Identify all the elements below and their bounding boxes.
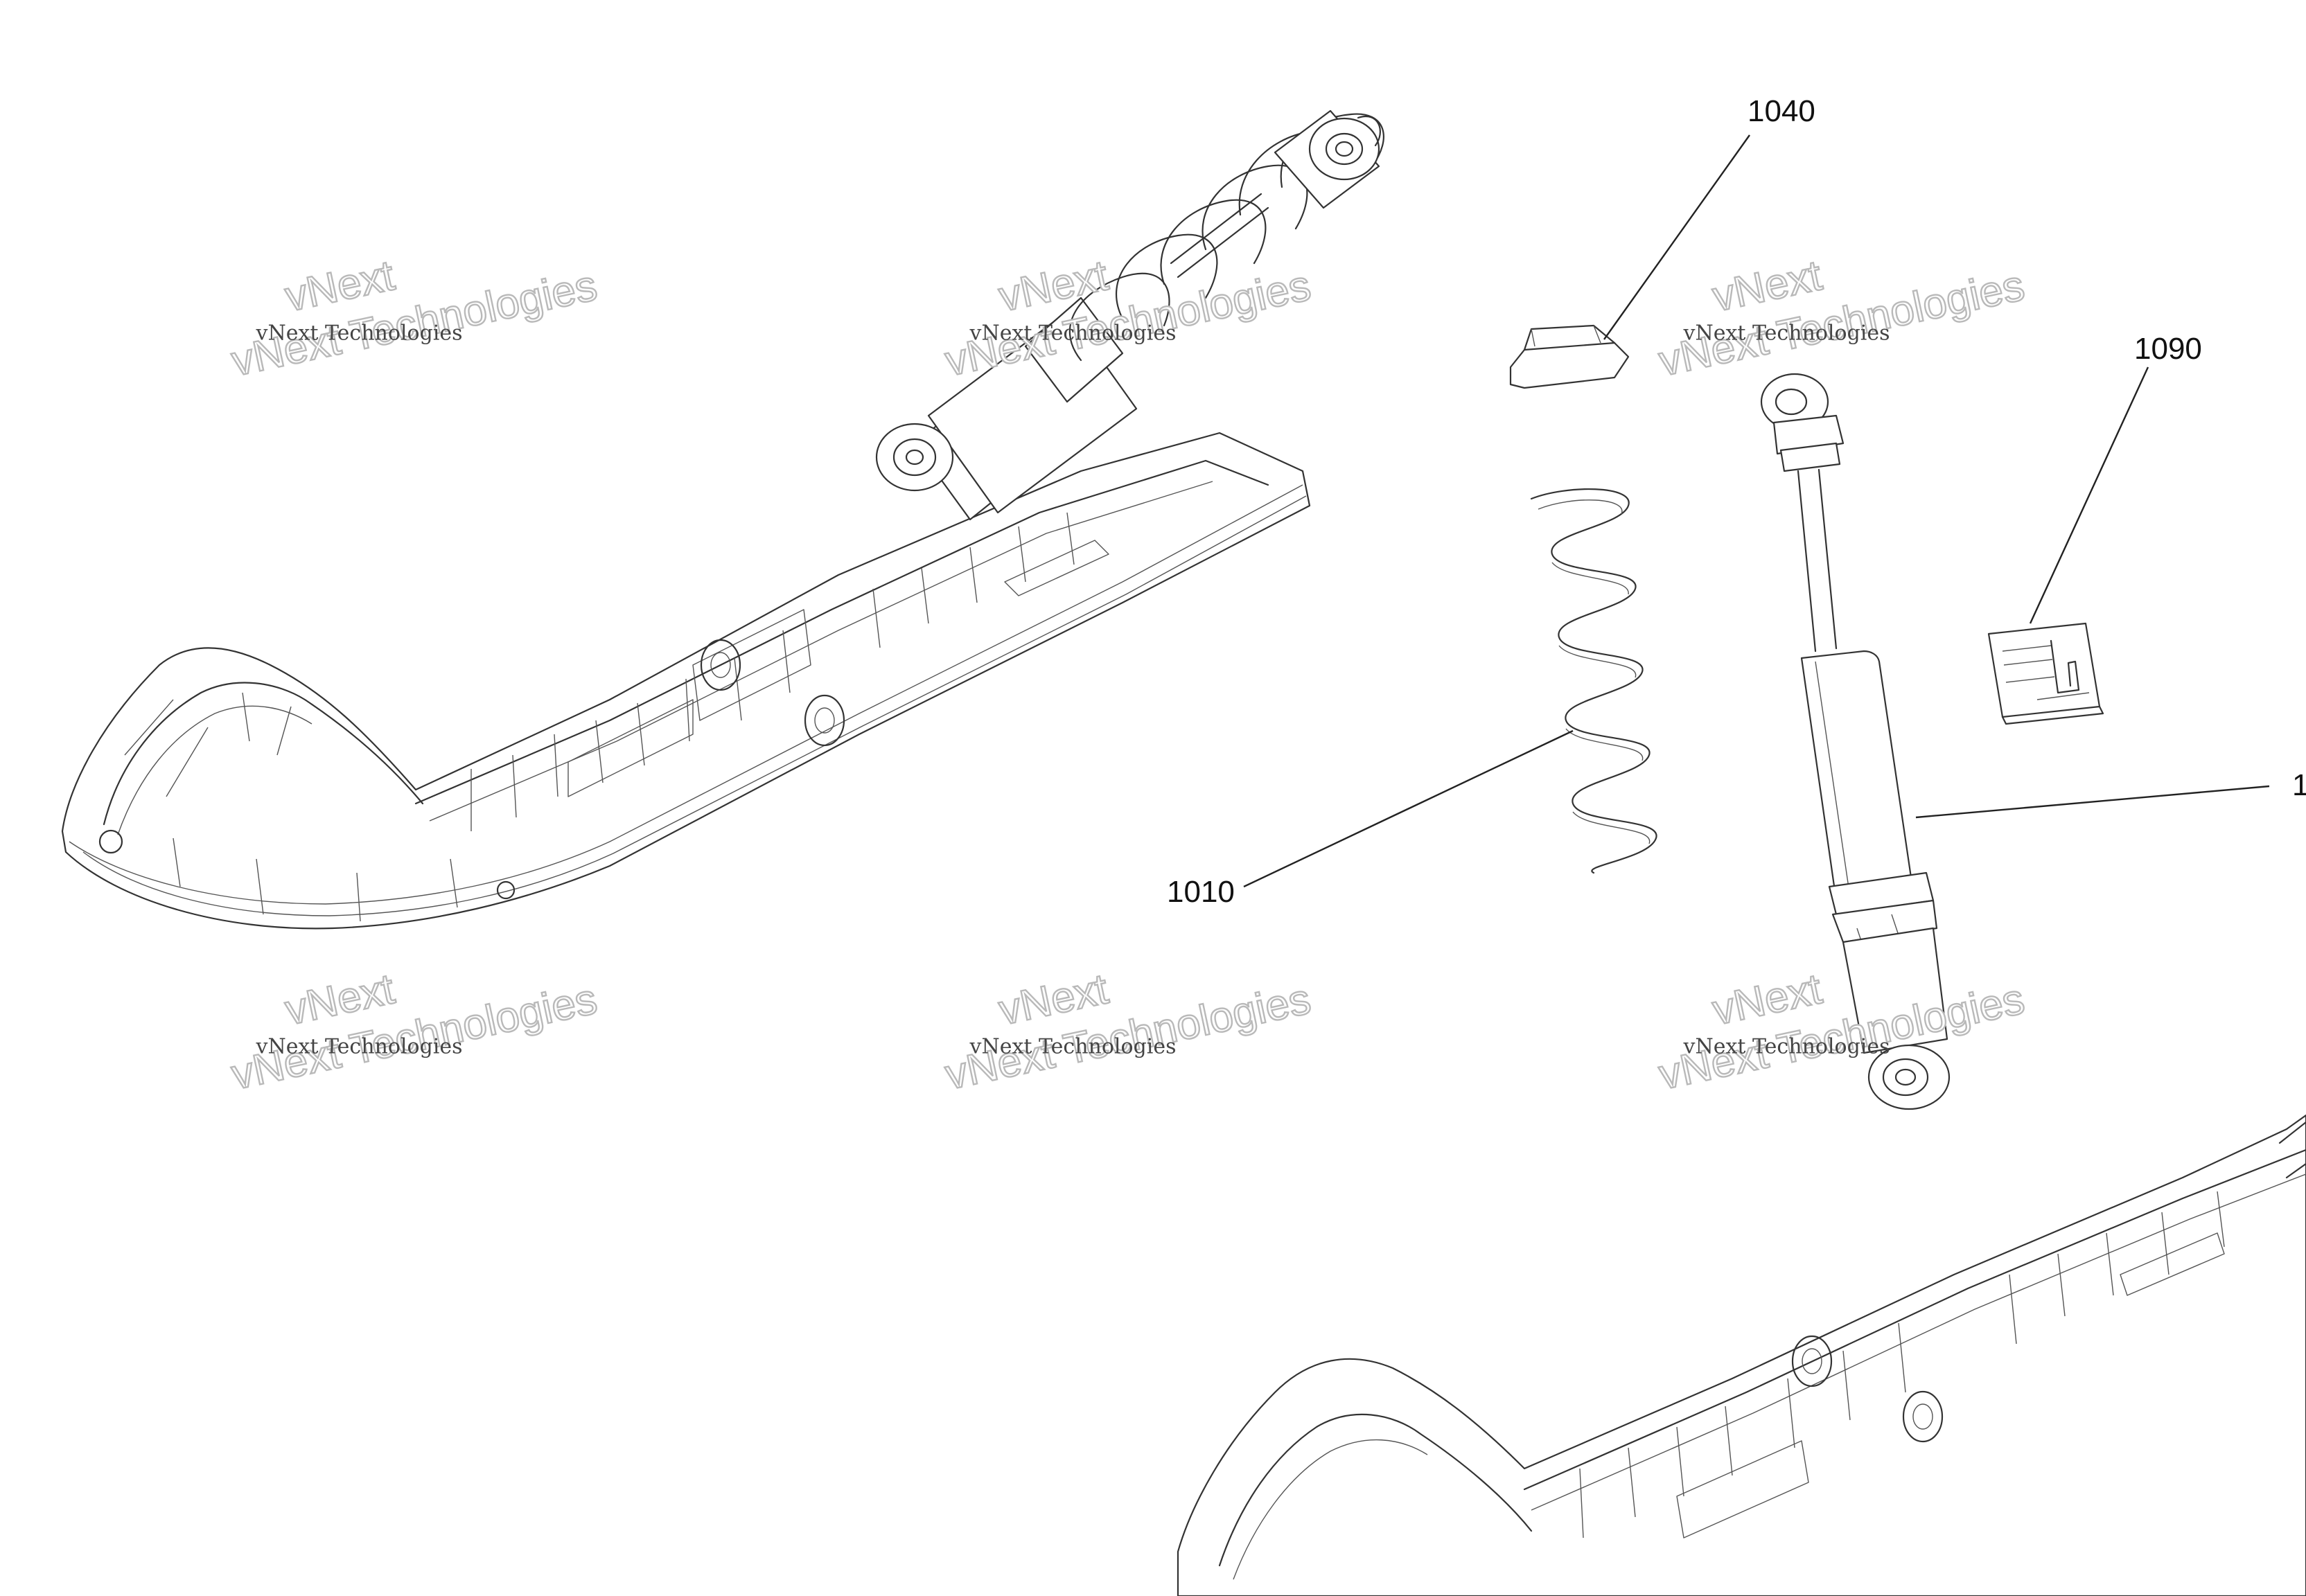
leader-1010 bbox=[1243, 729, 1574, 888]
leader-1040 bbox=[1603, 134, 1750, 340]
callout-partial: 1 bbox=[2292, 768, 2306, 802]
watermark-small: vNext Technologies bbox=[1683, 1035, 1890, 1059]
watermark-small: vNext Technologies bbox=[969, 1035, 1177, 1059]
decal-1090 bbox=[1987, 622, 2104, 725]
shock-assembly bbox=[875, 109, 1384, 521]
watermark: vNext Technologies vNext vNext Technolog… bbox=[227, 964, 602, 1100]
watermark-overlay: vNext bbox=[995, 965, 1112, 1034]
ski-left bbox=[61, 432, 1311, 930]
watermark-small: vNext Technologies bbox=[1683, 321, 1890, 346]
watermark-small: vNext Technologies bbox=[256, 321, 463, 346]
watermark: vNext Technologies vNext vNext Technolog… bbox=[940, 964, 1316, 1100]
watermark: vNext Technologies vNext vNext Technolog… bbox=[1654, 964, 2030, 1100]
bump-stop-1040 bbox=[1509, 324, 1630, 389]
leader-1090 bbox=[2029, 366, 2149, 624]
coil-spring-1010 bbox=[1530, 488, 1657, 874]
leader-lines bbox=[1243, 134, 2270, 888]
watermark: vNext Technologies vNext vNext Technolog… bbox=[227, 251, 602, 387]
ski-right bbox=[1177, 1114, 2306, 1596]
watermark-small: vNext Technologies bbox=[969, 321, 1177, 346]
callout-1090: 1090 bbox=[2134, 332, 2202, 366]
shock-absorber bbox=[1760, 373, 1951, 1110]
watermark: vNext Technologies vNext vNext Technolog… bbox=[1654, 251, 2030, 387]
watermark-small: vNext Technologies bbox=[256, 1035, 463, 1059]
watermark: vNext Technologies vNext vNext Technolog… bbox=[940, 251, 1316, 387]
callout-1010: 1010 bbox=[1167, 875, 1235, 909]
callout-1040: 1040 bbox=[1748, 94, 1815, 128]
leader-partial bbox=[1915, 785, 2270, 819]
